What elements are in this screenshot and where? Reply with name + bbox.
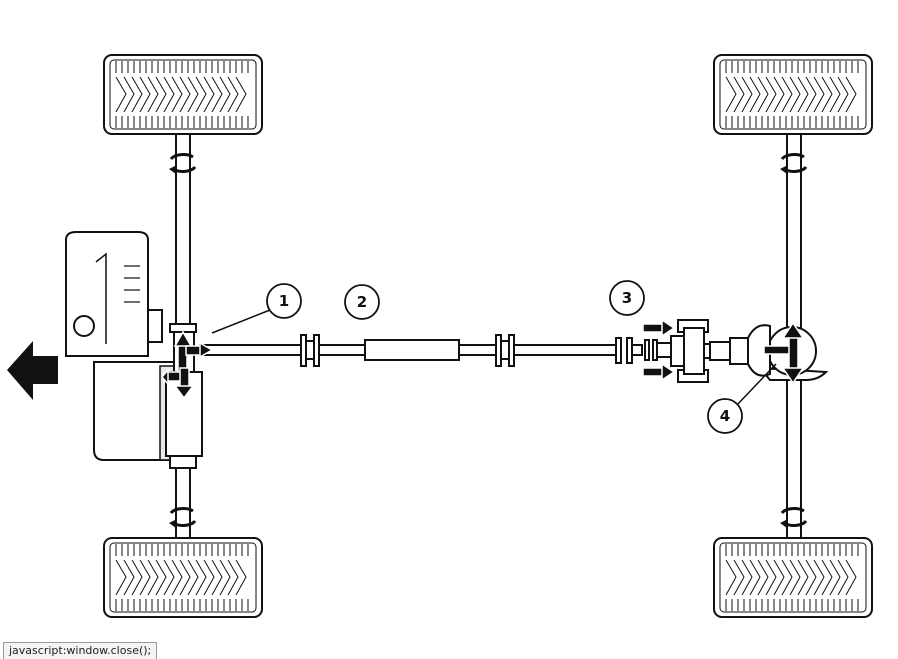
callout-2: 2: [344, 284, 380, 320]
torque-arrow-icon: [161, 318, 805, 400]
rear-right-wheel: [713, 537, 873, 618]
callout-2-label: 2: [357, 293, 367, 311]
direction-arrow-icon: [7, 341, 58, 400]
callout-1: 1: [211, 283, 302, 334]
callout-3: 3: [609, 280, 645, 316]
callout-3-label: 3: [622, 289, 632, 307]
propeller-shaft: [199, 334, 617, 367]
awd-coupling: [615, 319, 711, 383]
callout-1-label: 1: [279, 292, 289, 310]
status-bar-url: javascript:window.close();: [3, 642, 158, 659]
callout-4: 4: [707, 363, 777, 434]
rear-halfshaft: [786, 133, 802, 539]
callout-4-label: 4: [720, 407, 730, 425]
front-right-wheel: [103, 537, 263, 618]
engine: [65, 231, 163, 357]
front-left-wheel: [103, 54, 263, 135]
front-halfshaft: [175, 133, 191, 539]
rear-left-wheel: [713, 54, 873, 135]
